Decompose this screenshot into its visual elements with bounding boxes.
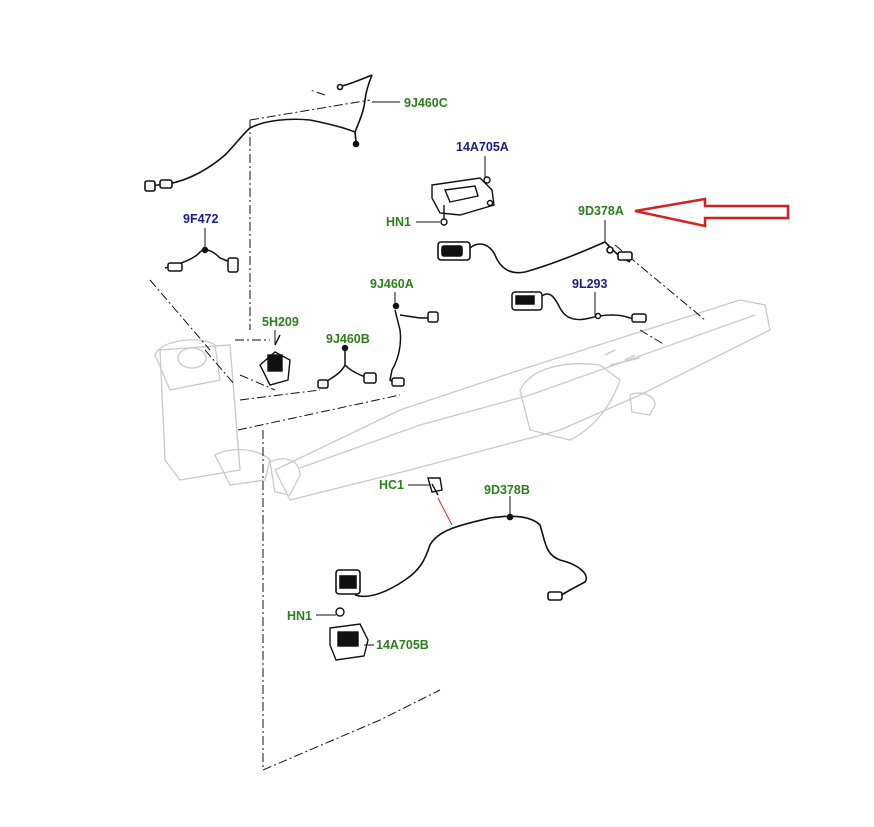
clip-HC1 xyxy=(427,477,443,496)
label-9D378A: 9D378A xyxy=(578,204,624,218)
bracket-14A705B xyxy=(329,607,369,661)
label-14A705B: 14A705B xyxy=(376,638,429,652)
sensor-9J460B xyxy=(317,344,377,389)
sensor-9J460A xyxy=(389,302,439,387)
right-pointing-outline-arrow-icon xyxy=(634,197,790,228)
label-5H209: 5H209 xyxy=(262,315,299,329)
sensor-9J460C xyxy=(144,74,373,192)
label-HN1-top: HN1 xyxy=(386,215,412,229)
label-9J460C: 9J460C xyxy=(404,96,448,110)
label-HN1-bottom: HN1 xyxy=(287,609,313,623)
label-leaders xyxy=(204,101,606,646)
label-HC1: HC1 xyxy=(379,478,405,492)
routing-line-red xyxy=(437,497,453,526)
exhaust-system-outline xyxy=(154,299,771,501)
label-9J460A: 9J460A xyxy=(370,277,414,291)
sensor-9D378B xyxy=(335,513,587,601)
sensor-9D378A xyxy=(437,241,633,274)
sensor-5H209 xyxy=(259,334,291,386)
label-14A705A: 14A705A xyxy=(456,140,509,154)
label-9D378B: 9D378B xyxy=(484,483,530,497)
label-9J460B: 9J460B xyxy=(326,332,370,346)
sensor-9L293 xyxy=(511,291,647,323)
label-9F472: 9F472 xyxy=(183,212,219,226)
label-9L293: 9L293 xyxy=(572,277,608,291)
bracket-14A705A xyxy=(431,176,495,226)
sensor-9F472 xyxy=(164,246,239,273)
leader-lines xyxy=(149,89,706,771)
